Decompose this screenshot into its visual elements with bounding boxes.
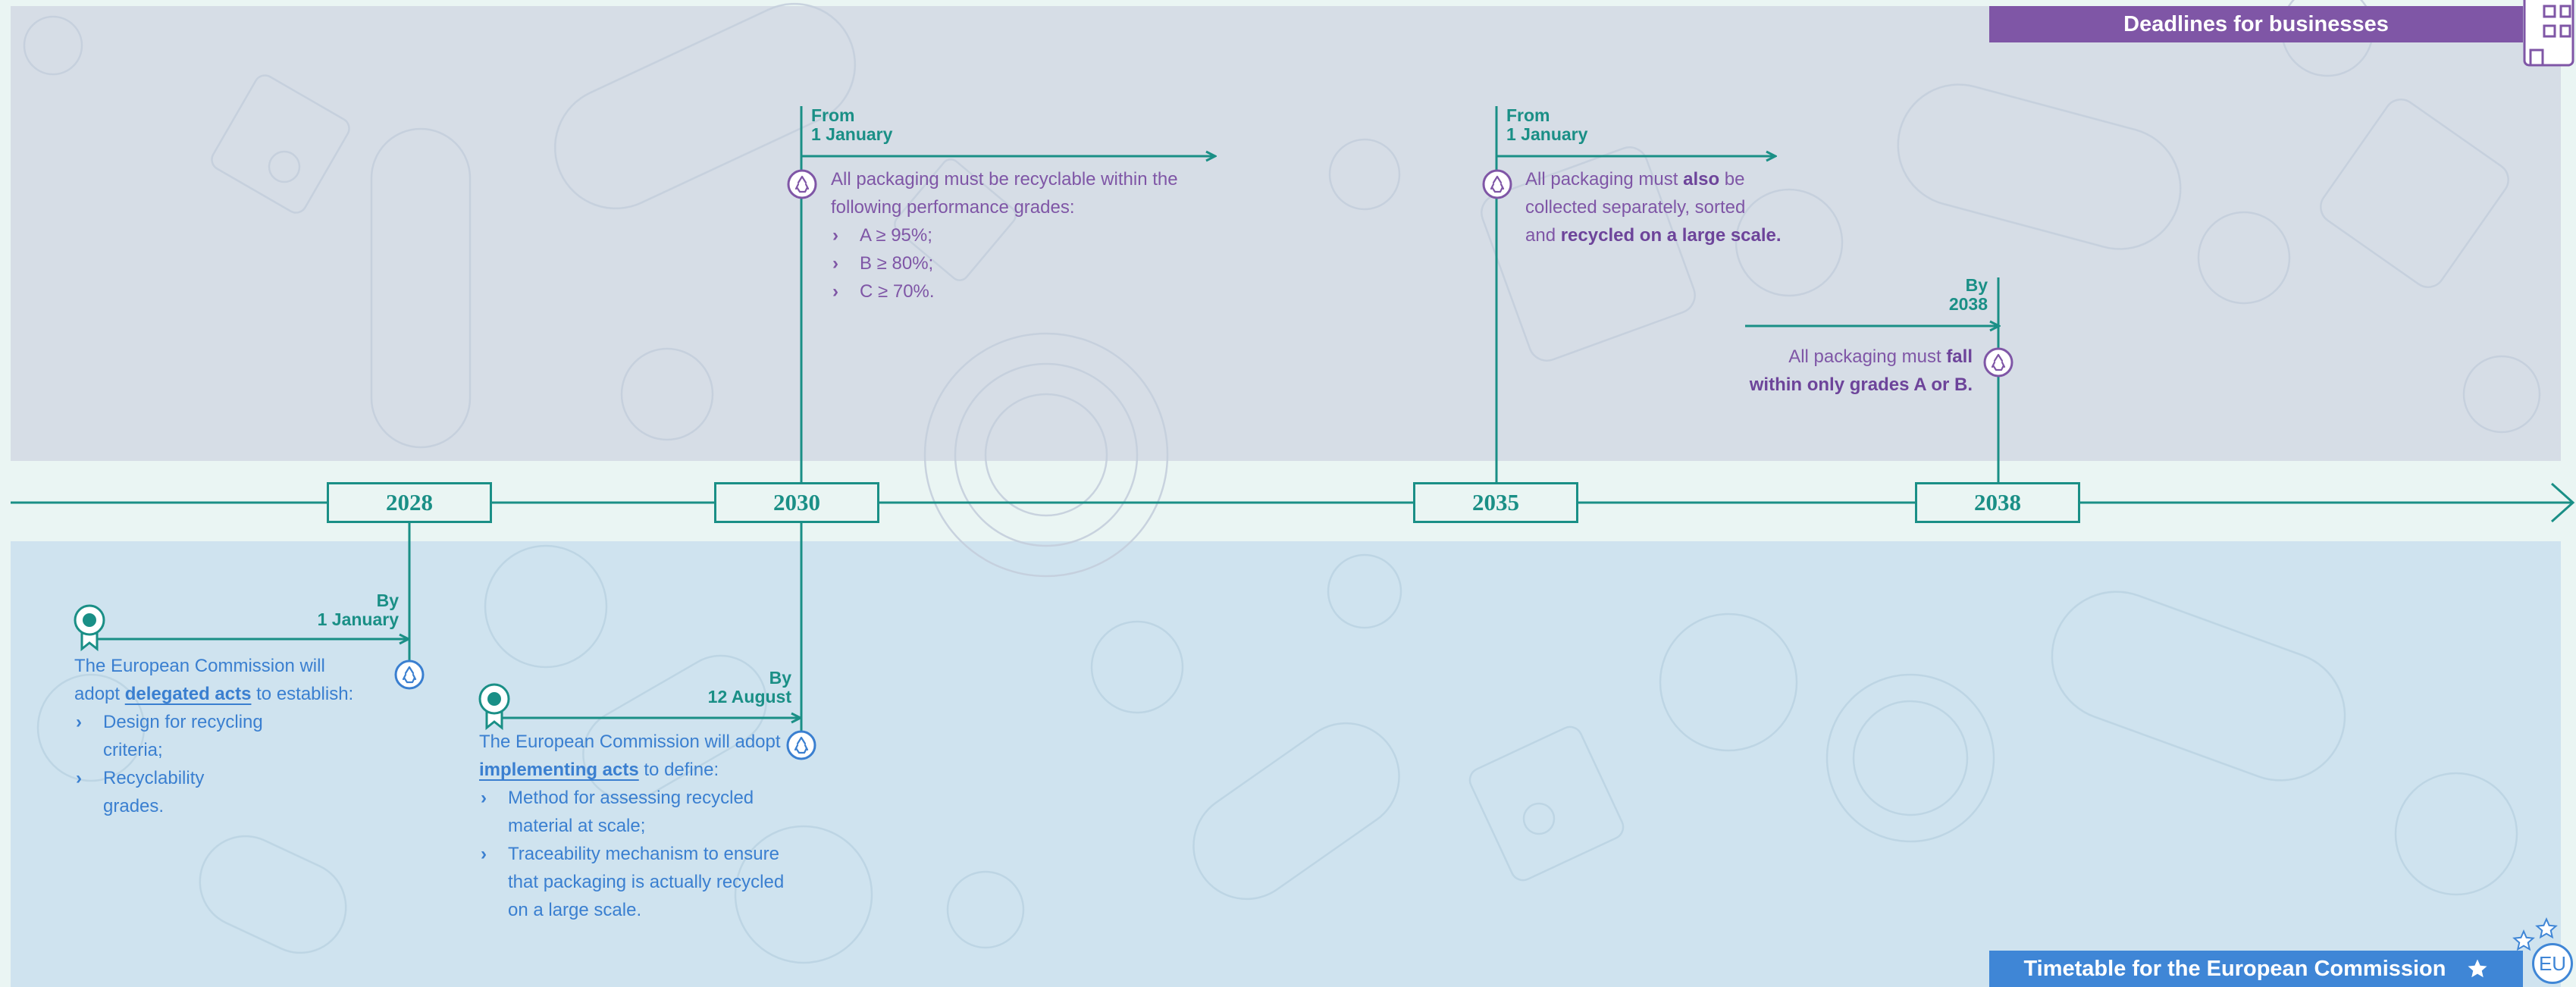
description-line: collected separately, sorted: [1525, 193, 1844, 221]
event-2030-commission-description: The European Commission will adopt imple…: [479, 728, 798, 924]
date-value: 1 January: [1506, 125, 1587, 144]
event-2030-commission-date: By 12 August: [652, 669, 791, 707]
event-2035-date: From 1 January: [1506, 106, 1587, 144]
description-line: All packaging must fall: [1668, 343, 1973, 371]
recycle-icon: [394, 660, 425, 690]
award-ribbon-icon: [73, 603, 106, 652]
date-value: 1 January: [258, 610, 399, 629]
recycle-icon: [1482, 169, 1512, 199]
date-value: 2038: [1859, 295, 1988, 314]
description-line: within only grades A or B.: [1668, 371, 1973, 399]
description-line: All packaging must be recyclable within …: [831, 165, 1225, 193]
list-item: Design for recycling criteria;: [74, 708, 393, 764]
date-prefix: By: [258, 591, 399, 610]
event-2030-description: All packaging must be recyclable within …: [831, 165, 1225, 306]
description-line: The European Commission will: [74, 652, 393, 680]
award-ribbon-icon: [478, 682, 511, 731]
description-line: following performance grades:: [831, 193, 1225, 221]
recycle-icon: [787, 169, 817, 199]
year-2030: 2030: [714, 482, 879, 523]
recycle-icon: [1983, 347, 2013, 378]
date-prefix: By: [1859, 276, 1988, 295]
list-item: B ≥ 80%;: [831, 249, 1225, 277]
description-line: and recycled on a large scale.: [1525, 221, 1844, 249]
list-item: Traceability mechanism to ensure that pa…: [479, 840, 798, 924]
description-line: The European Commission will adopt: [479, 728, 798, 756]
date-prefix: From: [1506, 106, 1587, 125]
definition-list: Method for assessing recycled material a…: [479, 784, 798, 924]
list-item: A ≥ 95%;: [831, 221, 1225, 249]
year-2038: 2038: [1915, 482, 2080, 523]
date-prefix: By: [652, 669, 791, 688]
date-value: 1 January: [811, 125, 892, 144]
event-2038-date: By 2038: [1859, 276, 1988, 314]
event-2030-date: From 1 January: [811, 106, 892, 144]
event-2028-date: By 1 January: [258, 591, 399, 629]
event-2035-description: All packaging must also be collected sep…: [1525, 165, 1844, 249]
date-prefix: From: [811, 106, 892, 125]
grade-list: A ≥ 95%; B ≥ 80%; C ≥ 70%.: [831, 221, 1225, 306]
list-item: Method for assessing recycled material a…: [479, 784, 798, 840]
year-2028: 2028: [327, 482, 492, 523]
criteria-list: Design for recycling criteria; Recyclabi…: [74, 708, 393, 820]
list-item: C ≥ 70%.: [831, 277, 1225, 306]
list-item: Recyclability grades.: [74, 764, 393, 820]
event-2038-description: All packaging must fall within only grad…: [1668, 343, 1973, 399]
description-line: adopt delegated acts to establish:: [74, 680, 393, 708]
year-2035: 2035: [1413, 482, 1578, 523]
date-value: 12 August: [652, 688, 791, 707]
event-2028-description: The European Commission will adopt deleg…: [74, 652, 393, 820]
description-line: All packaging must also be: [1525, 165, 1844, 193]
description-line: implementing acts to define:: [479, 756, 798, 784]
